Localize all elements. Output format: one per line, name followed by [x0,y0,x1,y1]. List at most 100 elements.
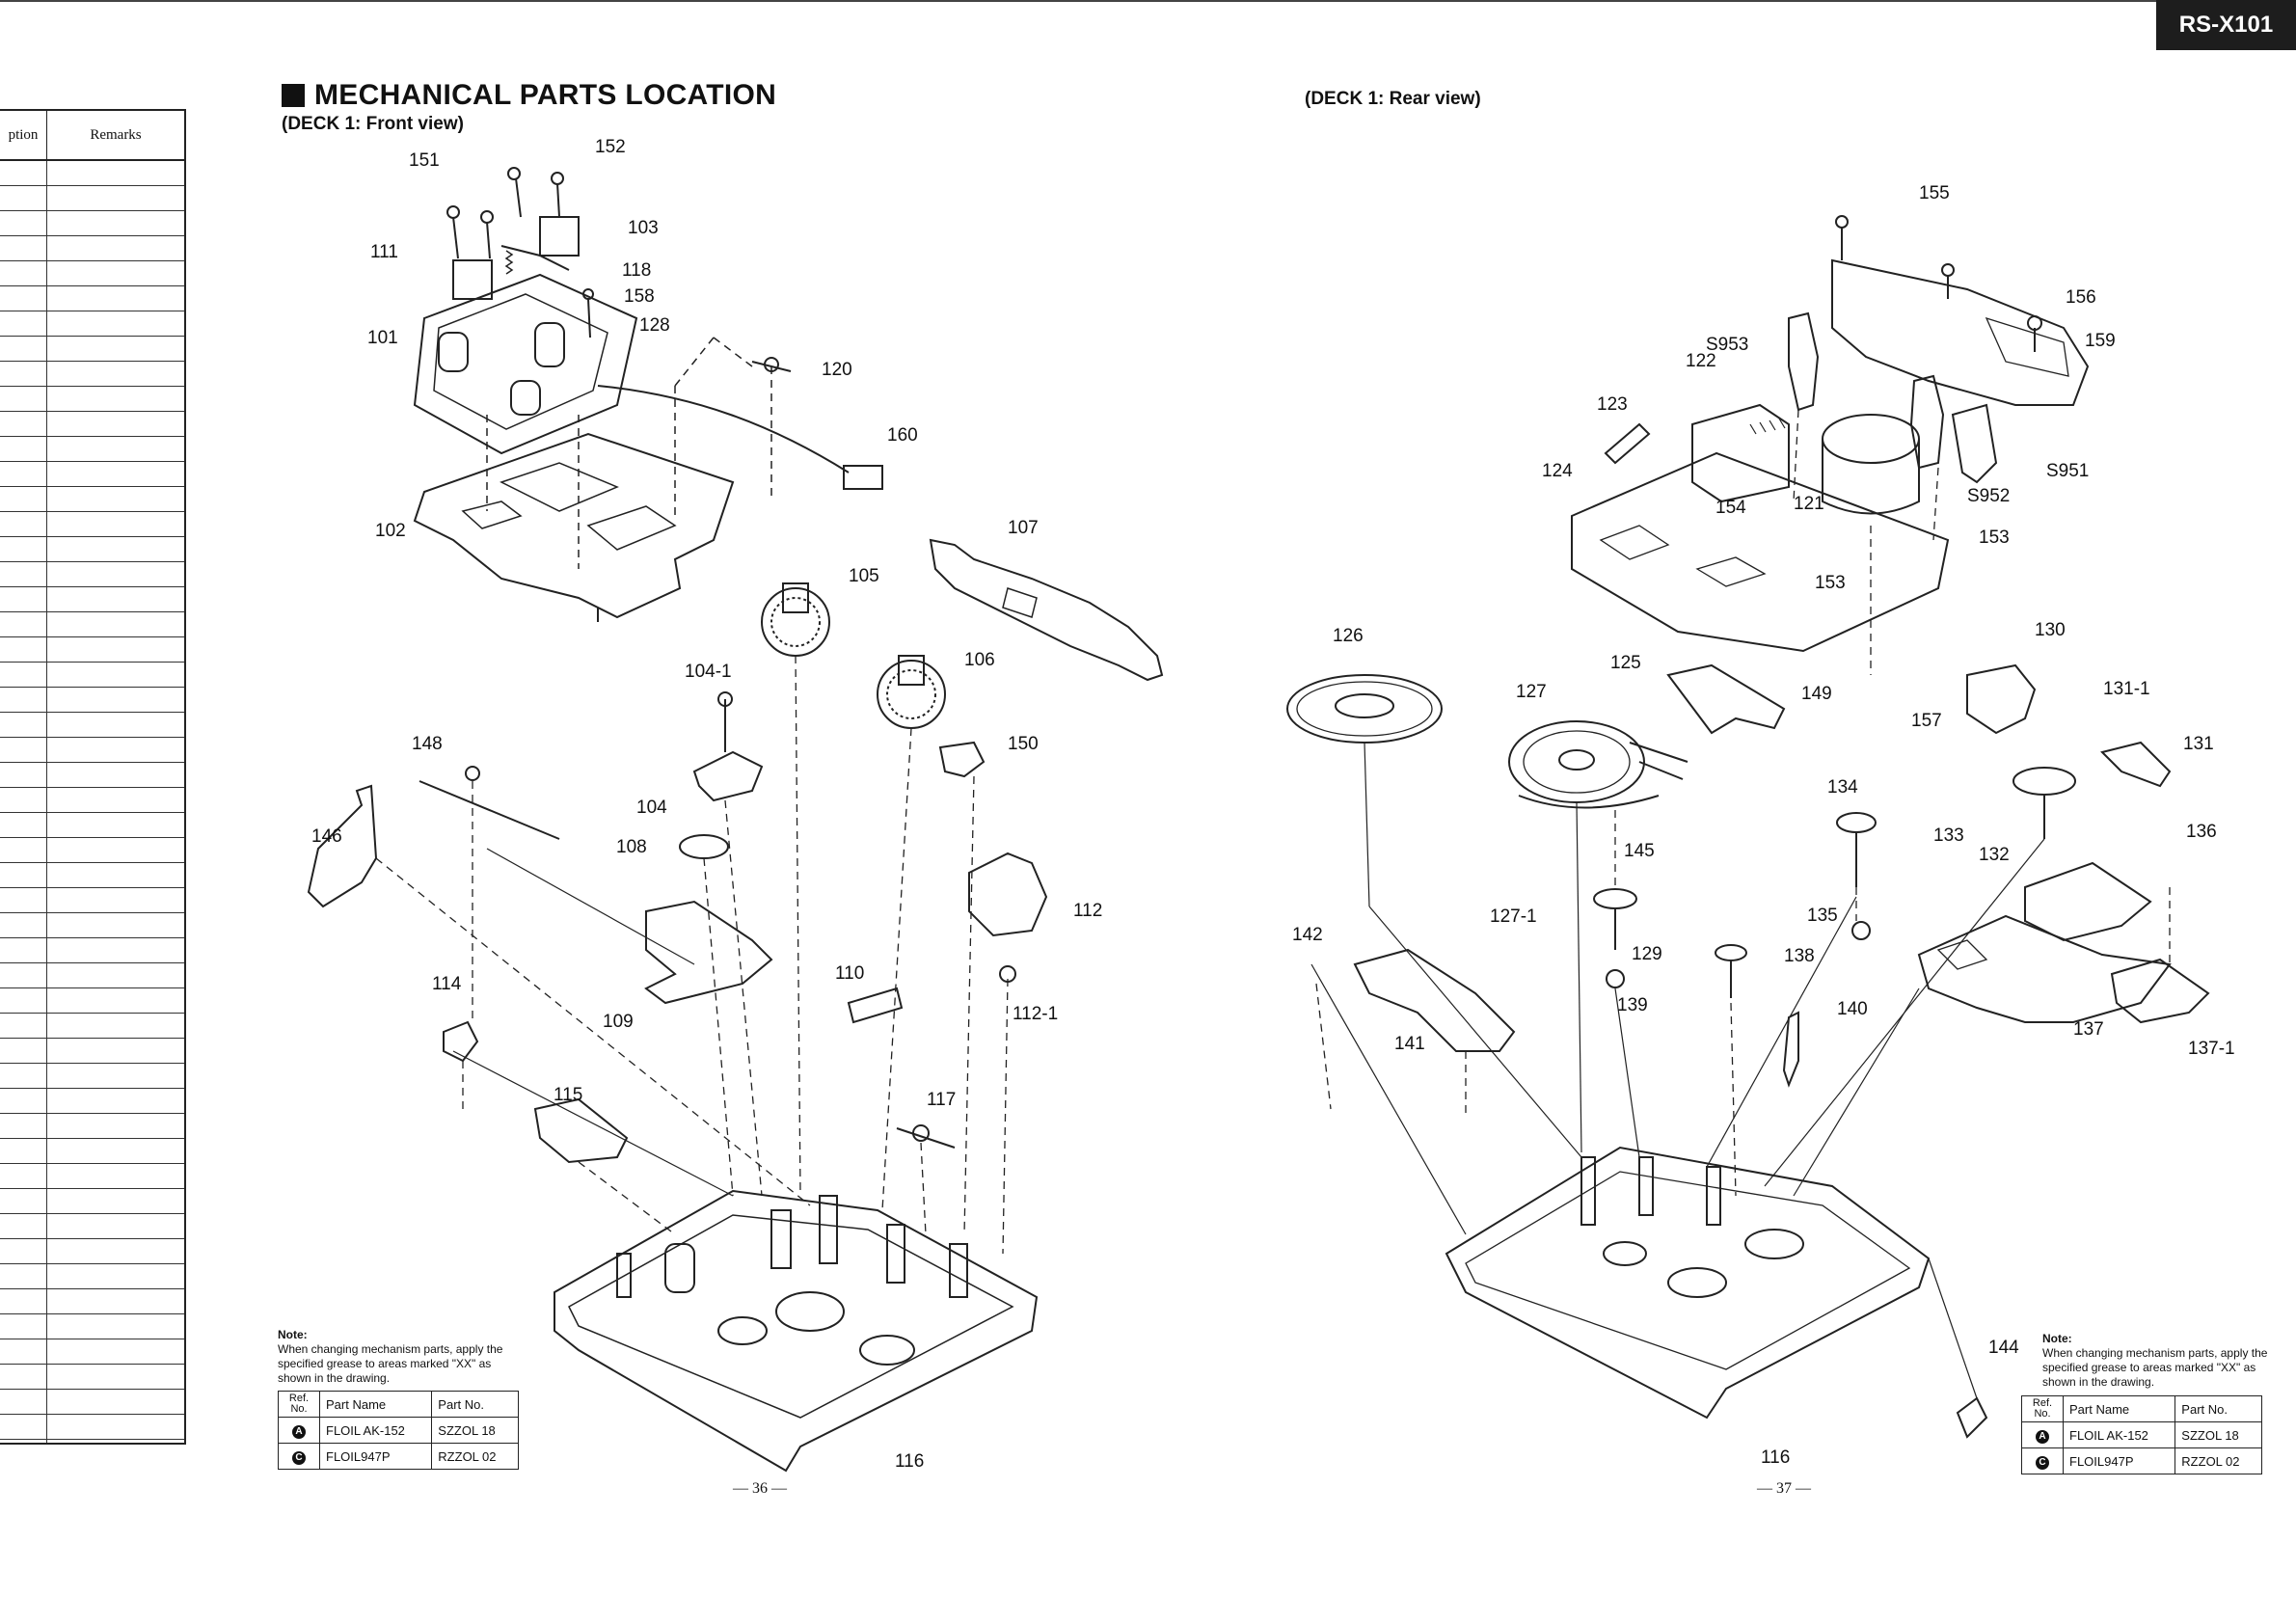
note-right: Note: When changing mechanism parts, app… [2042,1332,2274,1390]
table-row: A FLOIL AK-152 SZZOL 18 [2021,1421,2262,1448]
label-110: 110 [835,963,864,984]
top-rule [0,0,2156,2]
bracket-107 [929,538,1164,682]
label-135: 135 [1807,906,1838,926]
label-142: 142 [1292,925,1323,945]
label-157: 157 [1911,711,1942,731]
label-116-rear: 116 [1761,1447,1790,1468]
label-133: 133 [1933,825,1964,846]
grease-table-right: Ref. No. Part Name Part No. A FLOIL AK-1… [2021,1395,2262,1474]
label-144: 144 [1988,1338,2019,1358]
slider-109 [644,900,773,1005]
grease-c-icon: C [2036,1455,2049,1470]
grease-table-header: Ref. No. Part Name Part No. [2021,1395,2262,1422]
label-120: 120 [822,360,852,380]
label-112: 112 [1073,901,1102,921]
label-104: 104 [636,798,667,818]
label-132: 132 [1979,845,2010,865]
label-153b: 153 [1815,573,1846,593]
label-109: 109 [603,1012,634,1032]
note-left-heading: Note: [278,1328,308,1341]
page-number-right: — 37 — [1757,1480,1811,1497]
base-plate-102 [413,432,735,619]
label-115: 115 [554,1085,582,1105]
label-123: 123 [1597,394,1628,415]
table-row: C FLOIL947P RZZOL 02 [2021,1447,2262,1474]
plate-137 [1917,914,2172,1023]
grease-table-left: Ref. No. Part Name Part No. A FLOIL AK-1… [278,1391,519,1470]
label-151: 151 [409,150,440,171]
ref-header: Ref. No. [278,1391,320,1418]
label-137-1: 137-1 [2188,1039,2235,1059]
chassis-116-rear [1445,1146,1931,1420]
label-124: 124 [1542,461,1573,481]
table-row: A FLOIL AK-152 SZZOL 18 [278,1417,519,1444]
label-152: 152 [595,137,626,157]
label-125: 125 [1610,653,1641,673]
label-149: 149 [1801,684,1832,704]
part-name-header: Part Name [2062,1395,2176,1422]
front-view-labels: 151 152 103 111 118 158 128 101 120 160 … [311,137,1102,1472]
label-153a: 153 [1979,527,2010,548]
part-number: SZZOL 18 [2174,1421,2262,1448]
note-left: Note: When changing mechanism parts, app… [278,1328,509,1386]
flywheel-127 [1508,720,1645,803]
title-square-icon [282,84,305,107]
flywheel-126 [1286,674,1443,744]
label-145: 145 [1624,841,1655,861]
label-101: 101 [367,328,398,348]
label-160: 160 [887,425,918,446]
ref-header: Ref. No. [2021,1395,2064,1422]
label-107: 107 [1008,518,1039,538]
grease-a-icon: A [2036,1429,2049,1444]
label-138: 138 [1784,946,1815,966]
part-name-header: Part Name [318,1391,433,1418]
grease-a-icon: A [292,1424,306,1439]
label-116-front: 116 [895,1451,924,1472]
page-title-text: MECHANICAL PARTS LOCATION [314,79,777,111]
rear-view-labels: 155 156 159 S953 122 123 124 154 121 S95… [1292,183,2235,1468]
label-S952: S952 [1967,486,2010,506]
label-104-1: 104-1 [685,662,732,682]
remarks-header: Remarks [90,126,142,143]
note-left-text: When changing mechanism parts, apply the… [278,1342,503,1385]
label-150: 150 [1008,734,1039,754]
label-127: 127 [1516,682,1547,702]
rear-view-label: (DECK 1: Rear view) [1305,89,1481,109]
note-right-heading: Note: [2042,1332,2072,1345]
label-127-1: 127-1 [1490,906,1537,927]
table-row: C FLOIL947P RZZOL 02 [278,1443,519,1470]
base-plate-124 [1571,451,1950,653]
parts-list-rows [0,161,184,1443]
label-137: 137 [2073,1019,2104,1040]
part-number: SZZOL 18 [431,1417,519,1444]
label-128: 128 [639,315,670,336]
label-105: 105 [849,566,879,586]
front-view-label: (DECK 1: Front view) [282,114,464,134]
grease-c-icon: C [292,1450,306,1465]
label-129: 129 [1632,944,1662,964]
label-S951: S951 [2046,461,2089,481]
label-131-1: 131-1 [2103,679,2150,699]
label-140: 140 [1837,999,1868,1019]
chassis-116-front [554,1189,1039,1473]
label-126: 126 [1333,626,1364,646]
part-number-header: Part No. [2174,1395,2262,1422]
part-name: FLOIL AK-152 [2062,1421,2176,1448]
model-badge: RS-X101 [2156,0,2296,50]
label-S953: S953 [1706,335,1748,355]
parts-list-header: ption Remarks [0,111,184,161]
label-136: 136 [2186,822,2217,842]
label-139: 139 [1617,995,1648,1015]
label-103: 103 [628,218,659,238]
head-bracket-101 [413,273,638,455]
label-108: 108 [616,837,647,857]
label-148: 148 [412,734,443,754]
label-158: 158 [624,286,655,307]
label-159: 159 [2085,331,2116,351]
label-131: 131 [2183,734,2214,754]
label-114: 114 [432,974,462,994]
part-number-header: Part No. [431,1391,519,1418]
label-130: 130 [2035,620,2066,640]
